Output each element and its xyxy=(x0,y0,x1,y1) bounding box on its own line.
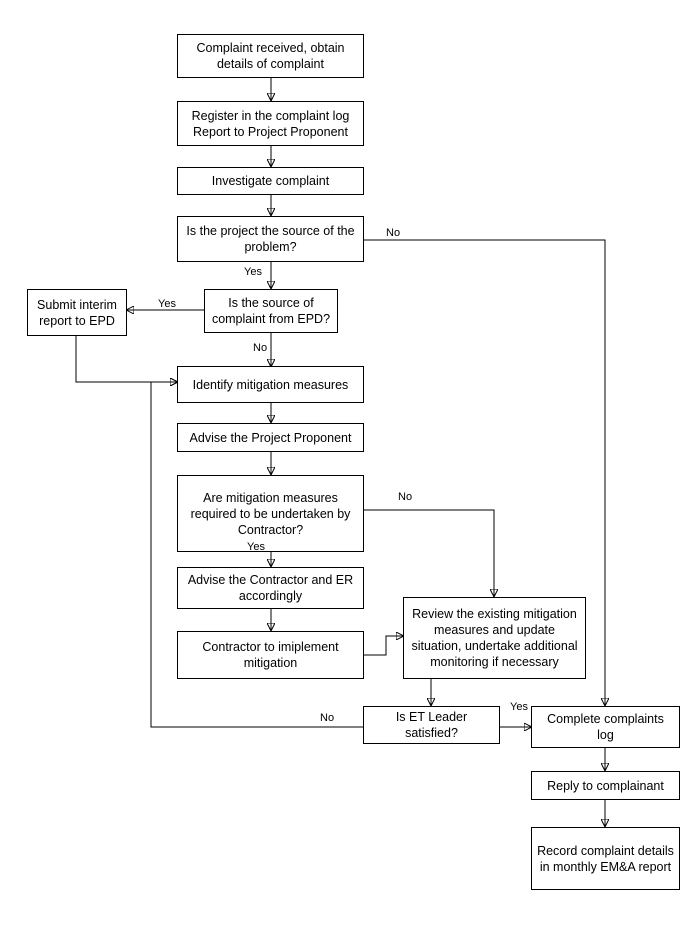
step-identify-mitigation: Identify mitigation measures xyxy=(177,366,364,403)
step-investigate: Investigate complaint xyxy=(177,167,364,195)
step-advise-project-proponent: Advise the Project Proponent xyxy=(177,423,364,452)
step-register-log: Register in the complaint log Report to … xyxy=(177,101,364,146)
label-contractor-no: No xyxy=(398,491,413,503)
arrow-source-no-to-complete xyxy=(364,239,605,705)
label-satisfied-yes: Yes xyxy=(510,701,528,713)
step-reply-complainant: Reply to complainant xyxy=(531,771,680,800)
arrow-satisfied-no-to-identify xyxy=(150,382,363,728)
decision-contractor-required: Are mitigation measures required to be u… xyxy=(177,475,364,552)
label-contractor-yes: Yes xyxy=(247,541,265,553)
step-review-mitigation: Review the existing mitigation measures … xyxy=(403,597,586,679)
step-complete-complaints-log: Complete complaints log xyxy=(531,706,680,748)
arrow-contractor-no-to-review xyxy=(364,509,494,596)
step-submit-interim-report: Submit interim report to EPD xyxy=(27,289,127,336)
step-advise-contractor-er: Advise the Contractor and ER accordingly xyxy=(177,567,364,609)
arrow-interim-to-identify xyxy=(75,336,177,382)
label-epd-no: No xyxy=(253,342,268,354)
label-satisfied-no: No xyxy=(320,712,335,724)
decision-project-source: Is the project the source of the problem… xyxy=(177,216,364,262)
step-contractor-implement: Contractor to imiplement mitigation xyxy=(177,631,364,679)
decision-et-leader-satisfied: Is ET Leader satisfied? xyxy=(363,706,500,744)
decision-source-epd: Is the source of complaint from EPD? xyxy=(204,289,338,333)
label-source-no: No xyxy=(386,227,401,239)
step-record-complaint-details: Record complaint details in monthly EM&A… xyxy=(531,827,680,890)
label-source-yes: Yes xyxy=(244,266,262,278)
label-epd-yes: Yes xyxy=(158,298,176,310)
step-complaint-received: Complaint received, obtain details of co… xyxy=(177,34,364,78)
arrow-implement-to-review xyxy=(364,636,403,656)
